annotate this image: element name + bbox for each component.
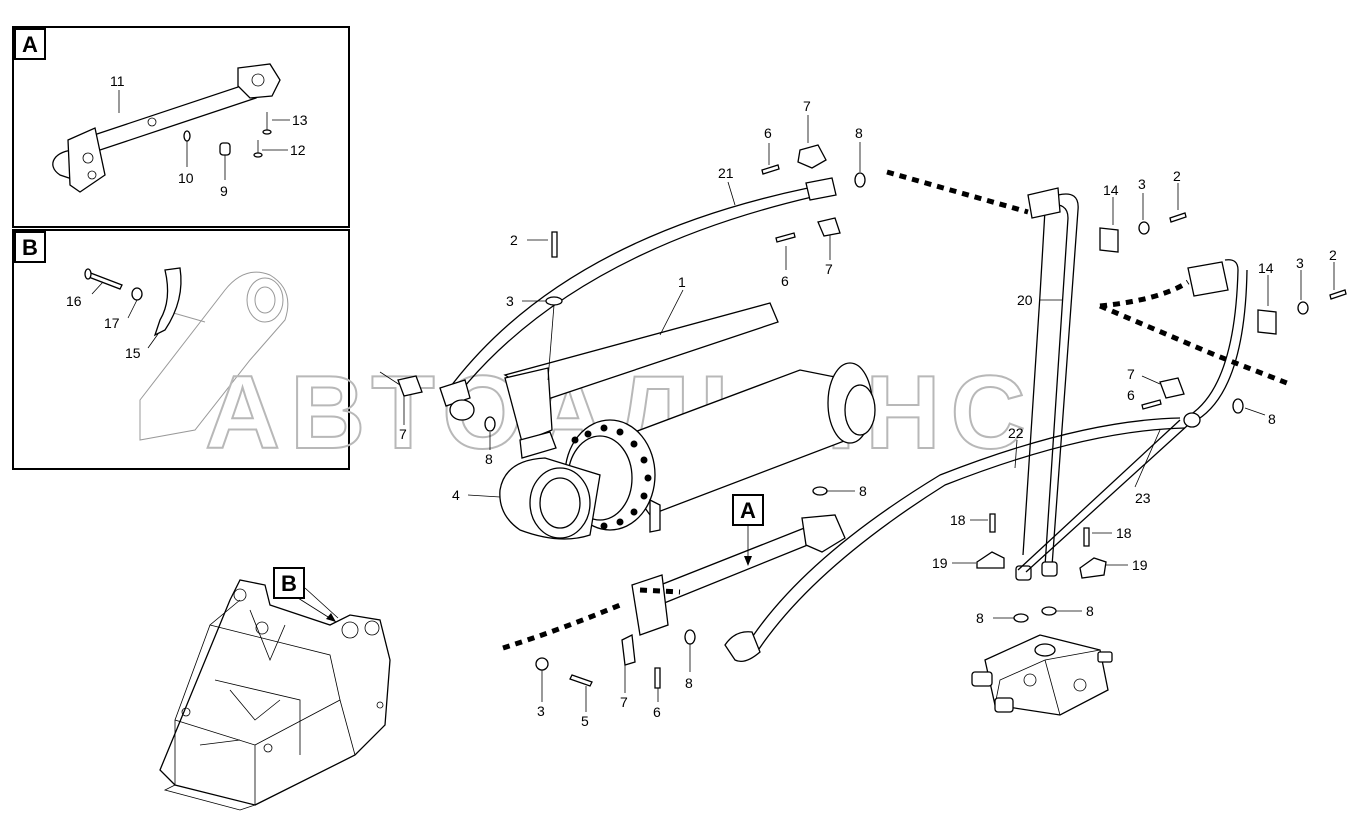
callout-6-mid: 6 xyxy=(781,273,789,289)
callout-7-right: 7 xyxy=(1127,366,1135,382)
callout-6-bottom: 6 xyxy=(653,704,661,720)
callout-8-valve-left: 8 xyxy=(976,610,984,626)
callout-8-valve-right: 8 xyxy=(1086,603,1094,619)
callout-8-top: 8 xyxy=(855,125,863,141)
control-valve xyxy=(971,634,1113,716)
callout-3-upper: 3 xyxy=(506,293,514,309)
callout-2-right-lower: 2 xyxy=(1329,247,1337,263)
frame-assembly: B xyxy=(159,567,391,811)
callout-21: 21 xyxy=(718,165,734,181)
callout-7-bottom: 7 xyxy=(620,694,628,710)
callout-13: 13 xyxy=(292,112,308,128)
callout-15: 15 xyxy=(125,345,141,361)
leader-lines xyxy=(379,115,1335,712)
callout-14-upper: 14 xyxy=(1103,182,1119,198)
callout-10: 10 xyxy=(178,170,194,186)
detail-view-b: B 16 17 15 xyxy=(12,229,350,470)
callout-11: 11 xyxy=(110,73,125,89)
view-marker-b: B xyxy=(281,571,297,596)
view-marker-a: A xyxy=(740,498,756,523)
callout-3-bottom: 3 xyxy=(537,703,545,719)
callout-18-left: 18 xyxy=(950,512,966,528)
callout-5: 5 xyxy=(581,713,589,729)
fasteners xyxy=(397,144,1347,689)
callouts: 1 2 3 4 5 6 6 6 6 7 7 7 7 7 8 8 8 8 8 8 … xyxy=(399,98,1337,729)
detail-b-label: B xyxy=(22,235,38,260)
callout-16: 16 xyxy=(66,293,82,309)
callout-8-left: 8 xyxy=(485,451,493,467)
hose-lines: A xyxy=(439,169,1293,663)
callout-2-right-upper: 2 xyxy=(1173,168,1181,184)
detail-a-label: A xyxy=(22,32,38,57)
callout-2-upper: 2 xyxy=(510,232,518,248)
detail-view-a: A 11 13 12 10 9 xyxy=(12,26,350,228)
callout-22: 22 xyxy=(1008,425,1024,441)
callout-7-top: 7 xyxy=(803,98,811,114)
callout-7-mid: 7 xyxy=(825,261,833,277)
callout-14-lower: 14 xyxy=(1258,260,1274,276)
callout-4: 4 xyxy=(452,487,460,503)
callout-8-right: 8 xyxy=(1268,411,1276,427)
callout-17: 17 xyxy=(104,315,120,331)
callout-3-right-upper: 3 xyxy=(1138,176,1146,192)
callout-3-right-lower: 3 xyxy=(1296,255,1304,271)
callout-6-top: 6 xyxy=(764,125,772,141)
callout-8-bottom: 8 xyxy=(685,675,693,691)
callout-7-left: 7 xyxy=(399,426,407,442)
callout-12: 12 xyxy=(290,142,306,158)
callout-9: 9 xyxy=(220,183,228,199)
callout-1: 1 xyxy=(678,274,686,290)
callout-18-right: 18 xyxy=(1116,525,1132,541)
callout-23: 23 xyxy=(1135,490,1151,506)
callout-19-left: 19 xyxy=(932,555,948,571)
hydraulic-cylinder xyxy=(499,302,876,540)
callout-19-right: 19 xyxy=(1132,557,1148,573)
callout-20: 20 xyxy=(1017,292,1033,308)
callout-8-center: 8 xyxy=(859,483,867,499)
callout-6-right: 6 xyxy=(1127,387,1135,403)
